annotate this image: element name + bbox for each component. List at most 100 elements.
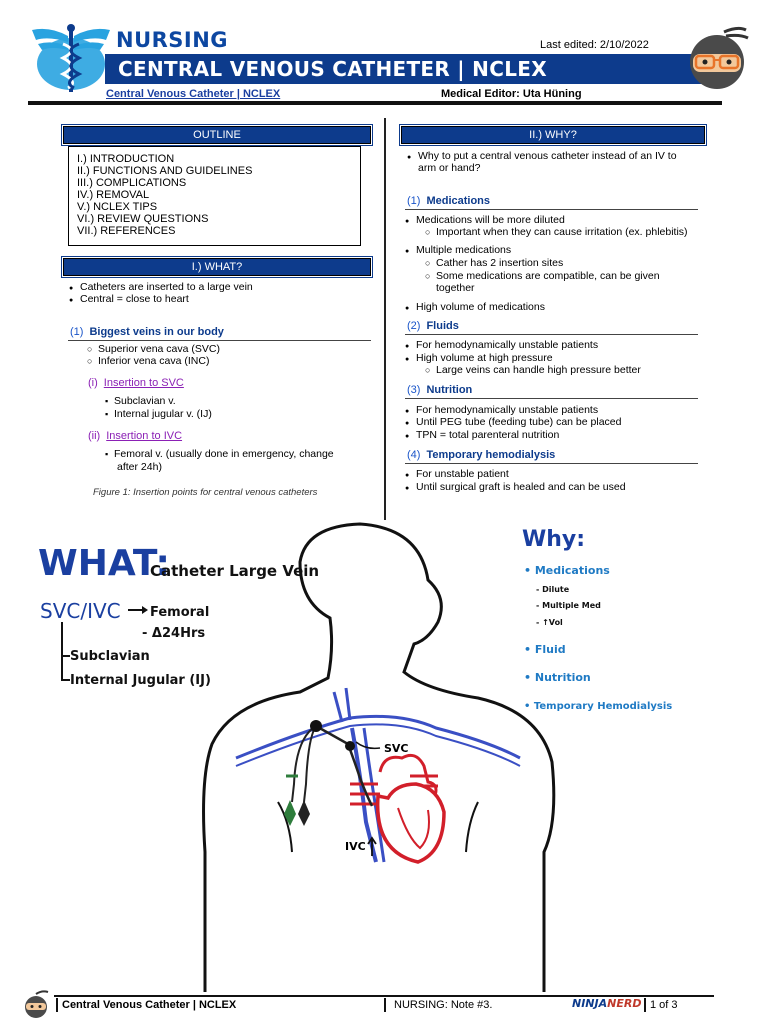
subheading-hemodialysis: (4) Temporary hemodialysis [407,449,555,461]
list-item-continued: together [436,282,475,294]
svc-ivc-label: SVC/IVC [40,599,121,623]
bullet-text: Catheters are inserted to a large vein [69,281,253,295]
figure-caption: Figure 1: Insertion points for central v… [93,487,318,498]
what-subtitle: Catheter Large Vein [150,562,319,580]
subheading-biggest-veins: (1) Biggest veins in our body [70,326,224,338]
bullet-text: Medications will be more diluted [405,214,565,228]
outline-item[interactable]: VI.) REVIEW QUESTIONS [77,213,209,225]
subheading-text: Temporary hemodialysis [426,449,556,461]
subheading-nutrition: (3) Nutrition [407,384,472,396]
subheading-rule [68,340,371,341]
document-link[interactable]: Central Venous Catheter | NCLEX [106,88,281,100]
insertion-svc-link[interactable]: Insertion to SVC [103,377,184,389]
footer-separator [56,998,58,1012]
med-sub: - Multiple Med [536,601,601,610]
subheading-rule [405,334,698,335]
femoral-label: Femoral [150,605,209,620]
what-title: WHAT: [38,543,170,584]
catheter-illustration: SVC IVC WHAT: Catheter Large Vein SVC/IV… [38,522,672,992]
page-number: 1 of 3 [650,999,678,1011]
outline-item[interactable]: III.) COMPLICATIONS [77,177,187,189]
svc-label: SVC [384,742,409,755]
med-sub: - Dilute [536,585,570,594]
bullet-text: For hemodynamically unstable patients [405,404,598,418]
list-item-continued: after 24h) [117,461,162,473]
subheading-number: (4) [407,449,421,461]
outline-heading: OUTLINE [61,124,373,146]
subheading-rule [405,463,698,464]
list-item: Large veins can handle high pressure bet… [425,364,641,377]
list-item: Important when they can cause irritation… [425,226,688,239]
list-item: Inferior vena cava (INC) [87,355,210,368]
bullet-text: High volume of medications [405,301,545,315]
why-heading: II.) WHY? [399,124,707,146]
subheading-fluids: (2)Fluids [407,320,459,332]
subclavian-label: Subclavian [70,649,150,664]
bullet-text: Central = close to heart [69,293,189,307]
outline-item[interactable]: I.) INTRODUCTION [77,153,175,165]
why-item: • Nutrition [524,671,591,684]
footer-separator [644,998,646,1012]
list-item: Subclavian v. [105,395,176,408]
outline-item[interactable]: VII.) REFERENCES [77,225,176,237]
subheading-text: Nutrition [426,384,473,396]
footer-brand: NINJANERD [572,997,641,1010]
brand-nursing-label: NURSING [116,28,229,52]
page-title: CENTRAL VENOUS CATHETER | NCLEX [118,57,547,81]
last-edited-date: Last edited: 2/10/2022 [540,39,649,51]
header-divider [28,101,722,105]
body-outline [202,522,556,992]
brand-part-b: NERD [607,997,642,1010]
bullet-text: TPN = total parenteral nutrition [405,429,559,443]
outline-item[interactable]: II.) FUNCTIONS AND GUIDELINES [77,165,253,177]
bullet-text: Multiple medications [405,244,511,258]
footer-separator [384,998,386,1012]
subheading-text: Biggest veins in our body [89,326,224,338]
why-item: • Temporary Hemodialysis [524,701,672,712]
insertion-ivc-link[interactable]: Insertion to IVC [106,430,183,442]
list-item: Internal jugular v. (IJ) [105,408,212,421]
why-item: • Medications [524,564,610,577]
ivc-label: IVC [345,840,366,853]
heart-drawing [350,753,446,864]
bullet-text-continued: arm or hand? [418,162,481,174]
subheading-rule [405,209,698,210]
ninja-mascot-icon [690,26,749,89]
subheading-number: (3) [407,384,421,396]
list-item: Some medications are compatible, can be … [425,270,660,283]
outline-item[interactable]: IV.) REMOVAL [77,189,150,201]
subheading-number: (1) [407,195,421,207]
internal-jugular-label: Internal Jugular (IJ) [70,673,211,688]
list-item: Cather has 2 insertion sites [425,257,563,270]
bullet-text: Why to put a central venous catheter ins… [407,150,677,164]
bullet-text: Until PEG tube (feeding tube) can be pla… [405,416,621,430]
bullet-text: For unstable patient [405,468,509,482]
bullet-text: Until surgical graft is healed and can b… [405,481,626,495]
brand-part-a: NINJA [572,997,608,1010]
subheading-medications: (1) Medications [407,195,490,207]
ninja-footer-icon [25,990,49,1018]
subclavian-vein [235,714,521,760]
list-item: Femoral v. (usually done in emergency, c… [105,448,334,461]
list-item: Superior vena cava (SVC) [87,343,220,356]
med-sub: - ↑Vol [536,618,563,627]
subheading-text: Medications [426,195,491,207]
bullet-text: High volume at high pressure [405,352,553,366]
outline-box: I.) INTRODUCTION II.) FUNCTIONS AND GUID… [68,146,361,246]
medical-editor: Medical Editor: Uta Hüning [441,88,582,100]
insertion-ivc-heading: (ii) Insertion to IVC [88,430,182,442]
footer-rule [54,995,714,997]
subheading-text: Fluids [426,320,459,332]
why-title: Why: [522,527,585,552]
subheading-rule [405,398,698,399]
nursing-caduceus-logo [32,24,110,92]
column-divider [384,118,386,520]
femoral-note: - Δ24Hrs [142,626,205,641]
why-item: • Fluid [524,643,566,656]
subheading-number: (i) [88,377,98,389]
outline-item[interactable]: V.) NCLEX TIPS [77,201,158,213]
bullet-text: For hemodynamically unstable patients [405,339,598,353]
subheading-number: (ii) [88,430,101,442]
subheading-number: (1) [70,326,84,338]
footer-title: Central Venous Catheter | NCLEX [62,999,237,1011]
